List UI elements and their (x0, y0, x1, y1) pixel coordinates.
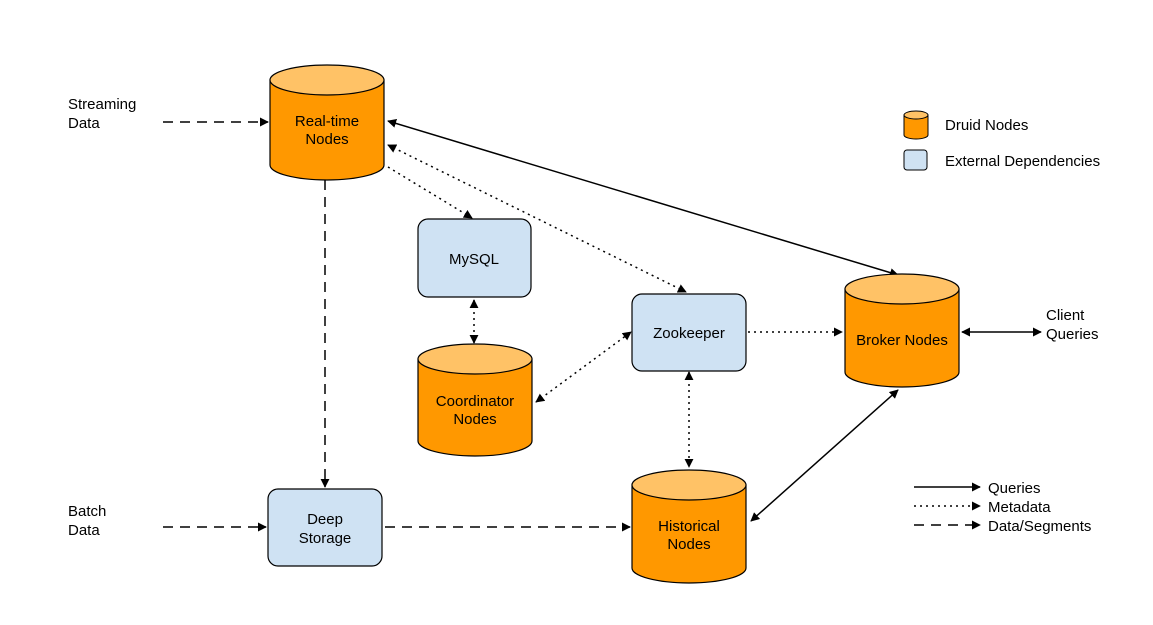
legend-external-dependencies-swatch (903, 149, 928, 171)
client-queries-line1: Client (1046, 307, 1085, 324)
legend-metadata-label: Metadata (988, 499, 1051, 516)
client-queries-line2: Queries (1046, 326, 1099, 343)
coordinator-zookeeper-edge (535, 331, 632, 403)
batch-data-label: Batch Data (68, 503, 106, 539)
coordinator-nodes-label-line1: Coordinator (436, 393, 514, 410)
realtime-broker-edge (387, 119, 899, 277)
realtime-nodes-label-line2: Nodes (305, 131, 348, 148)
legend-druid-nodes-swatch (903, 110, 929, 140)
zookeeper-box: Zookeeper (631, 293, 747, 372)
legend-data-segments-label: Data/Segments (988, 518, 1091, 535)
coordinator-nodes: Coordinator Nodes (417, 343, 533, 457)
mysql-box: MySQL (417, 218, 532, 298)
client-queries-label: Client Queries (1046, 307, 1099, 343)
coordinator-nodes-label-line2: Nodes (453, 411, 496, 428)
historical-nodes: Historical Nodes (631, 469, 747, 584)
realtime-to-mysql-edge (387, 166, 473, 219)
deep-storage-box: Deep Storage (267, 488, 383, 567)
historical-nodes-label-line2: Nodes (667, 536, 710, 553)
streaming-data-label: Streaming Data (68, 96, 136, 132)
streaming-data-line1: Streaming (68, 96, 136, 113)
realtime-nodes-label-line1: Real-time (295, 113, 359, 130)
deep-storage-label-line1: Deep (307, 511, 343, 528)
broker-nodes-label: Broker Nodes (856, 332, 948, 349)
mysql-label: MySQL (449, 251, 499, 268)
deep-storage-label-line2: Storage (299, 530, 352, 547)
connections (163, 117, 1042, 532)
legend-druid-nodes-label: Druid Nodes (945, 117, 1028, 134)
realtime-nodes: Real-time Nodes (269, 64, 385, 181)
historical-nodes-label-line1: Historical (658, 518, 720, 535)
broker-historical-edge (750, 389, 899, 522)
batch-data-line1: Batch (68, 503, 106, 520)
legend-queries-label: Queries (988, 480, 1041, 497)
legend: Druid Nodes External Dependencies Querie… (903, 110, 1100, 535)
zookeeper-label: Zookeeper (653, 325, 725, 342)
legend-external-dependencies-label: External Dependencies (945, 153, 1100, 170)
batch-data-line2: Data (68, 522, 100, 539)
streaming-data-line2: Data (68, 115, 100, 132)
broker-nodes: Broker Nodes (844, 273, 960, 388)
